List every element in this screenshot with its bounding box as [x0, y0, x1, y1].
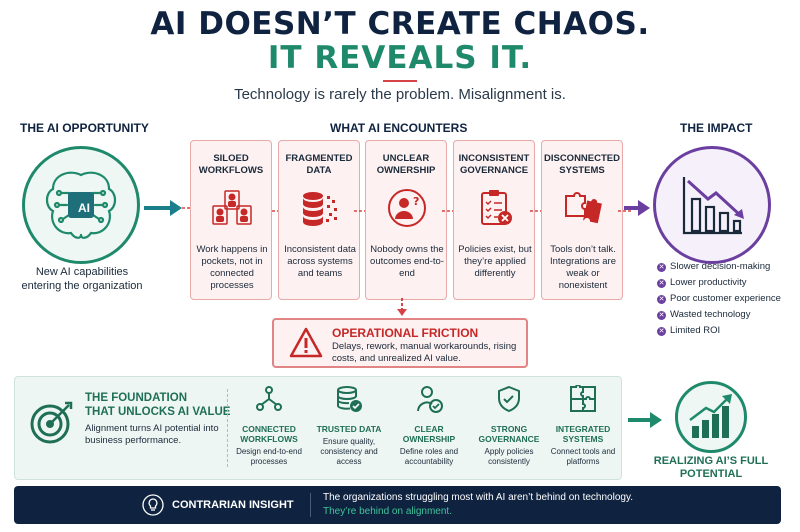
- person-check-icon: [417, 386, 443, 413]
- foundation-item-desc: Design end-to-end processes: [236, 447, 302, 466]
- operational-friction-box: OPERATIONAL FRICTION Delays, rework, man…: [272, 318, 528, 368]
- foundation-item-desc: Connect tools and platforms: [550, 447, 616, 466]
- impact-circle: [653, 146, 771, 264]
- foundation-item-name: STRONG GOVERNANCE: [478, 424, 540, 444]
- card-title: SILOED WORKFLOWS: [198, 153, 264, 176]
- target-icon: [30, 401, 73, 444]
- impact-item: ✕Poor customer experience: [657, 293, 781, 304]
- foundation-title: THE FOUNDATION THAT UNLOCKS AI VALUE: [85, 392, 231, 418]
- foundation-item-name: CLEAR OWNERSHIP: [402, 424, 456, 444]
- foundation-item-name: CONNECTED WORKFLOWS: [240, 424, 298, 444]
- declining-chart-icon: [682, 177, 744, 235]
- puzzle-connected-icon: [570, 384, 596, 412]
- x-circle-icon: ✕: [657, 310, 666, 320]
- opportunity-description: New AI capabilities entering the organiz…: [21, 266, 143, 292]
- network-nodes-icon: [256, 386, 282, 411]
- title-accent-line: [383, 80, 417, 82]
- foundation-item-desc: Apply policies consistently: [484, 447, 534, 466]
- insight-divider: [310, 493, 311, 517]
- main-title-line1: AI DOESN’T CREATE CHAOS.: [150, 6, 650, 42]
- foundation-panel: THE FOUNDATION THAT UNLOCKS AI VALUE Ali…: [14, 376, 622, 480]
- ai-brain-circle: AI: [22, 146, 140, 264]
- warning-icon: [289, 327, 323, 358]
- foundation-item-desc: Ensure quality, consistency and access: [320, 437, 378, 466]
- foundation-divider: [227, 389, 228, 467]
- arrow-right-icon: [144, 200, 190, 216]
- ai-brain-icon: [45, 171, 117, 239]
- shield-check-icon: [498, 385, 520, 413]
- clipboard-x-icon: [481, 190, 512, 225]
- friction-text: Delays, rework, manual workarounds, risi…: [332, 341, 517, 364]
- arrow-right-purple-icon: [624, 200, 650, 216]
- impact-item: ✕Slower decision-making: [657, 261, 771, 272]
- foundation-item-trusted-data: TRUSTED DATA Ensure quality, consistency…: [309, 385, 389, 467]
- card-disconnected-systems: DISCONNECTED SYSTEMS Tools don’t talk. I…: [541, 140, 623, 300]
- subtitle: Technology is rarely the problem. Misali…: [234, 86, 566, 103]
- arrow-down-icon: [397, 298, 407, 316]
- x-circle-icon: ✕: [657, 262, 666, 272]
- insight-line1: The organizations struggling most with A…: [323, 492, 633, 503]
- impact-item: ✕Limited ROI: [657, 325, 721, 336]
- svg-text:?: ?: [413, 195, 419, 208]
- card-unclear-ownership: UNCLEAR OWNERSHIP ? Nobody owns the outc…: [365, 140, 447, 300]
- foundation-item-integrated-systems: INTEGRATED SYSTEMS Connect tools and pla…: [543, 384, 623, 467]
- friction-title: OPERATIONAL FRICTION: [332, 326, 479, 340]
- foundation-item-name: TRUSTED DATA: [316, 424, 382, 434]
- person-question-icon: ?: [388, 189, 426, 227]
- siloed-team-icon: [212, 190, 252, 225]
- foundation-description: Alignment turns AI potential into busine…: [85, 423, 219, 446]
- impact-heading: THE IMPACT: [680, 121, 753, 135]
- ai-chip-label: AI: [78, 201, 90, 215]
- arrow-right-green-icon: [628, 412, 662, 428]
- lightbulb-icon: [142, 494, 164, 516]
- x-circle-icon: ✕: [657, 294, 666, 304]
- card-siloed-workflows: SILOED WORKFLOWS Work happens in pockets…: [190, 140, 272, 300]
- card-title: DISCONNECTED SYSTEMS: [543, 153, 620, 176]
- insight-label: CONTRARIAN INSIGHT: [172, 499, 294, 511]
- x-circle-icon: ✕: [657, 278, 666, 288]
- growth-chart-icon: [689, 394, 732, 438]
- card-title: UNCLEAR OWNERSHIP: [376, 153, 436, 176]
- realizing-text: REALIZING AI’S FULL POTENTIAL: [653, 455, 769, 480]
- realizing-circle: [675, 381, 747, 453]
- card-text: Policies exist, but they’re applied diff…: [458, 244, 532, 279]
- main-title-line2: IT REVEALS IT.: [267, 40, 533, 76]
- impact-item: ✕Lower productivity: [657, 277, 747, 288]
- card-text: Nobody owns the outcomes end-to-end: [370, 244, 444, 279]
- foundation-item-name: INTEGRATED SYSTEMS: [555, 424, 611, 444]
- insight-bar: CONTRARIAN INSIGHT The organizations str…: [14, 486, 781, 524]
- insight-line2: They’re behind on alignment.: [323, 506, 452, 517]
- card-connector-line: [272, 210, 632, 212]
- card-text: Work happens in pockets, not in connecte…: [196, 244, 268, 291]
- x-circle-icon: ✕: [657, 326, 666, 336]
- foundation-item-clear-ownership: CLEAR OWNERSHIP Define roles and account…: [389, 385, 469, 467]
- impact-item: ✕Wasted technology: [657, 309, 751, 320]
- card-title: FRAGMENTED DATA: [285, 153, 353, 176]
- database-check-icon: [337, 386, 362, 412]
- card-inconsistent-governance: INCONSISTENT GOVERNANCE Policies exist, …: [453, 140, 535, 300]
- fragmented-database-icon: [303, 192, 337, 226]
- foundation-item-strong-governance: STRONG GOVERNANCE Apply policies consist…: [469, 385, 549, 467]
- impact-list: ✕Slower decision-making ✕Lower productiv…: [657, 259, 797, 339]
- puzzle-icon: [565, 192, 602, 224]
- foundation-item-desc: Define roles and accountability: [399, 447, 459, 466]
- encounters-heading: WHAT AI ENCOUNTERS: [330, 121, 468, 135]
- opportunity-heading: THE AI OPPORTUNITY: [20, 121, 149, 135]
- card-text: Tools don’t talk. Integrations are weak …: [549, 244, 616, 291]
- card-text: Inconsistent data across systems and tea…: [284, 244, 356, 279]
- card-fragmented-data: FRAGMENTED DATA Inconsistent data across…: [278, 140, 360, 300]
- card-title: INCONSISTENT GOVERNANCE: [458, 153, 530, 176]
- foundation-item-connected-workflows: CONNECTED WORKFLOWS Design end-to-end pr…: [229, 385, 309, 467]
